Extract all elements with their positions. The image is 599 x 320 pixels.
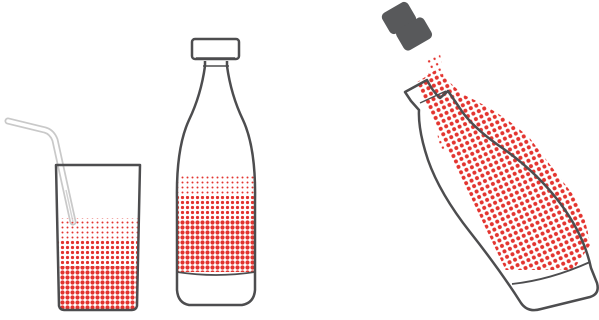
glass-liquid (56, 218, 140, 310)
falling-caps (381, 1, 433, 51)
tilted-bottle-base-band (511, 261, 591, 285)
bottle-cap (190, 37, 241, 61)
tilted-bottle-neck-ring (419, 90, 447, 104)
glass-with-straw-icon (4, 117, 142, 312)
tilted-bottle-icon (381, 1, 599, 312)
straw-submerged (65, 189, 74, 223)
tilted-bottle-outline (403, 78, 599, 312)
straw (4, 117, 77, 226)
bottle-liquid (176, 176, 255, 272)
bottle-icon (175, 37, 257, 307)
bottle-outline (175, 61, 257, 307)
bottle-base-band (176, 271, 256, 276)
glass-outline (54, 163, 142, 312)
